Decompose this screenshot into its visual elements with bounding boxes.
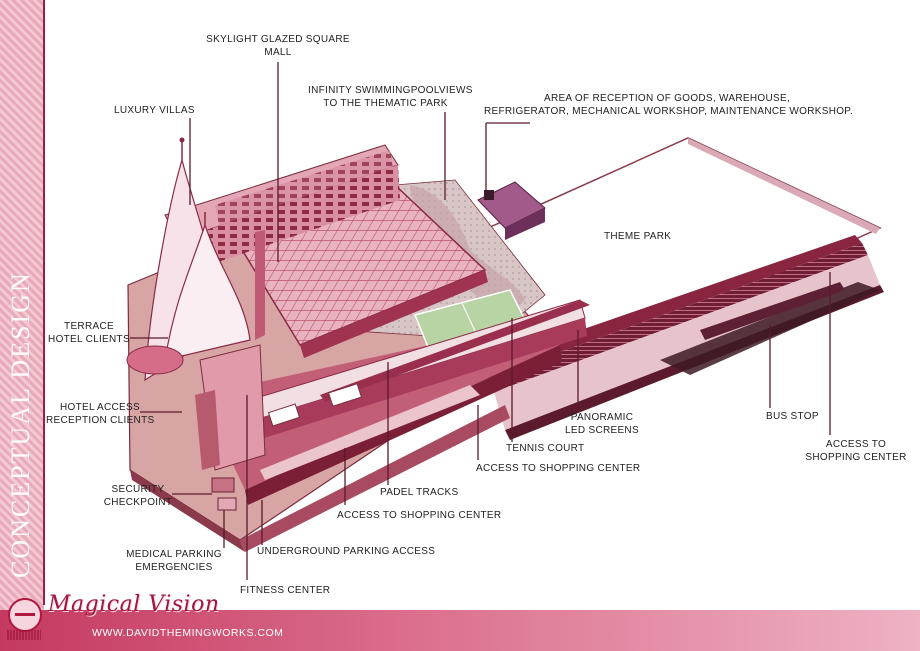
label-line: LUXURY VILLAS — [114, 105, 195, 116]
label-line: BUS STOP — [766, 411, 819, 422]
sidebar-divider — [43, 0, 45, 605]
label-fitness-center: FITNESS CENTER — [240, 584, 330, 597]
label-security: SECURITY CHECKPOINT — [100, 483, 176, 509]
label-line: MALL — [264, 47, 292, 58]
label-padel-tracks: PADEL TRACKS — [380, 486, 458, 499]
label-line: EMERGENCIES — [135, 562, 213, 573]
label-access-shopping-3: ACCESS TO SHOPPING CENTER — [802, 438, 910, 464]
label-line: ACCESS TO SHOPPING CENTER — [337, 510, 502, 521]
security-booth — [211, 477, 235, 493]
website-url[interactable]: WWW.DAVIDTHEMINGWORKS.COM — [92, 627, 284, 639]
medical-parking-bay — [217, 497, 237, 511]
label-line: ACCESS TO SHOPPING CENTER — [476, 463, 641, 474]
footer-band — [0, 610, 920, 651]
label-access-shopping-2: ACCESS TO SHOPPING CENTER — [476, 462, 640, 475]
studio-logo-wordmark — [7, 630, 41, 640]
label-line: SKYLIGHT GLAZED SQUARE — [206, 34, 350, 45]
label-terrace: TERRACE HOTEL CLIENTS — [46, 320, 132, 346]
label-access-shopping-1: ACCESS TO SHOPPING CENTER — [337, 509, 501, 522]
label-line: SHOPPING CENTER — [805, 452, 907, 463]
elevated-rail — [480, 235, 862, 378]
label-line: REFRIGERATOR, MECHANICAL WORKSHOP, MAINT… — [484, 106, 854, 117]
label-line: PANORAMIC — [570, 412, 634, 423]
label-skylight-mall: SKYLIGHT GLAZED SQUARE MALL — [203, 33, 353, 59]
label-line: HOTEL CLIENTS — [48, 334, 130, 345]
label-tennis-court: TENNIS COURT — [506, 442, 584, 455]
label-reception-goods: AREA OF RECEPTION OF GOODS, WAREHOUSE, R… — [484, 92, 854, 118]
villa-dome-small — [164, 223, 251, 361]
label-bus-stop: BUS STOP — [766, 410, 819, 423]
label-underground-parking: UNDERGROUND PARKING ACCESS — [257, 545, 435, 558]
patterned-sidebar — [0, 0, 44, 651]
label-line: INFINITY SWIMMINGPOOLVIEWS — [308, 85, 473, 96]
signature: Magical Vision — [48, 592, 220, 617]
label-line: SECURITY — [111, 484, 165, 495]
label-line: AREA OF RECEPTION OF GOODS, WAREHOUSE, — [543, 93, 791, 104]
label-line: RECEPTION CLIENTS — [46, 415, 155, 426]
label-line: TERRACE — [64, 321, 114, 332]
label-line: THEME PARK — [604, 231, 672, 242]
label-line: FITNESS CENTER — [240, 585, 331, 596]
label-infinity-pool: INFINITY SWIMMINGPOOLVIEWS TO THE THEMAT… — [308, 84, 473, 110]
label-line: PADEL TRACKS — [380, 487, 459, 498]
label-line: MEDICAL PARKING — [126, 549, 222, 560]
label-medical-parking: MEDICAL PARKING EMERGENCIES — [124, 548, 224, 574]
label-line: HOTEL ACCESS — [60, 402, 140, 413]
label-line: CHECKPOINT — [103, 497, 173, 508]
label-panoramic-screens: PANORAMIC LED SCREENS — [562, 411, 642, 437]
label-line: TENNIS COURT — [506, 443, 585, 454]
label-line: LED SCREENS — [565, 425, 639, 436]
label-line: UNDERGROUND PARKING ACCESS — [257, 546, 436, 557]
label-luxury-villas: LUXURY VILLAS — [114, 104, 195, 117]
label-hotel-access: HOTEL ACCESS RECEPTION CLIENTS — [46, 401, 154, 427]
label-line: TO THE THEMATIC PARK — [323, 98, 448, 109]
label-line: ACCESS TO — [825, 439, 887, 450]
label-theme-park: THEME PARK — [604, 230, 671, 243]
